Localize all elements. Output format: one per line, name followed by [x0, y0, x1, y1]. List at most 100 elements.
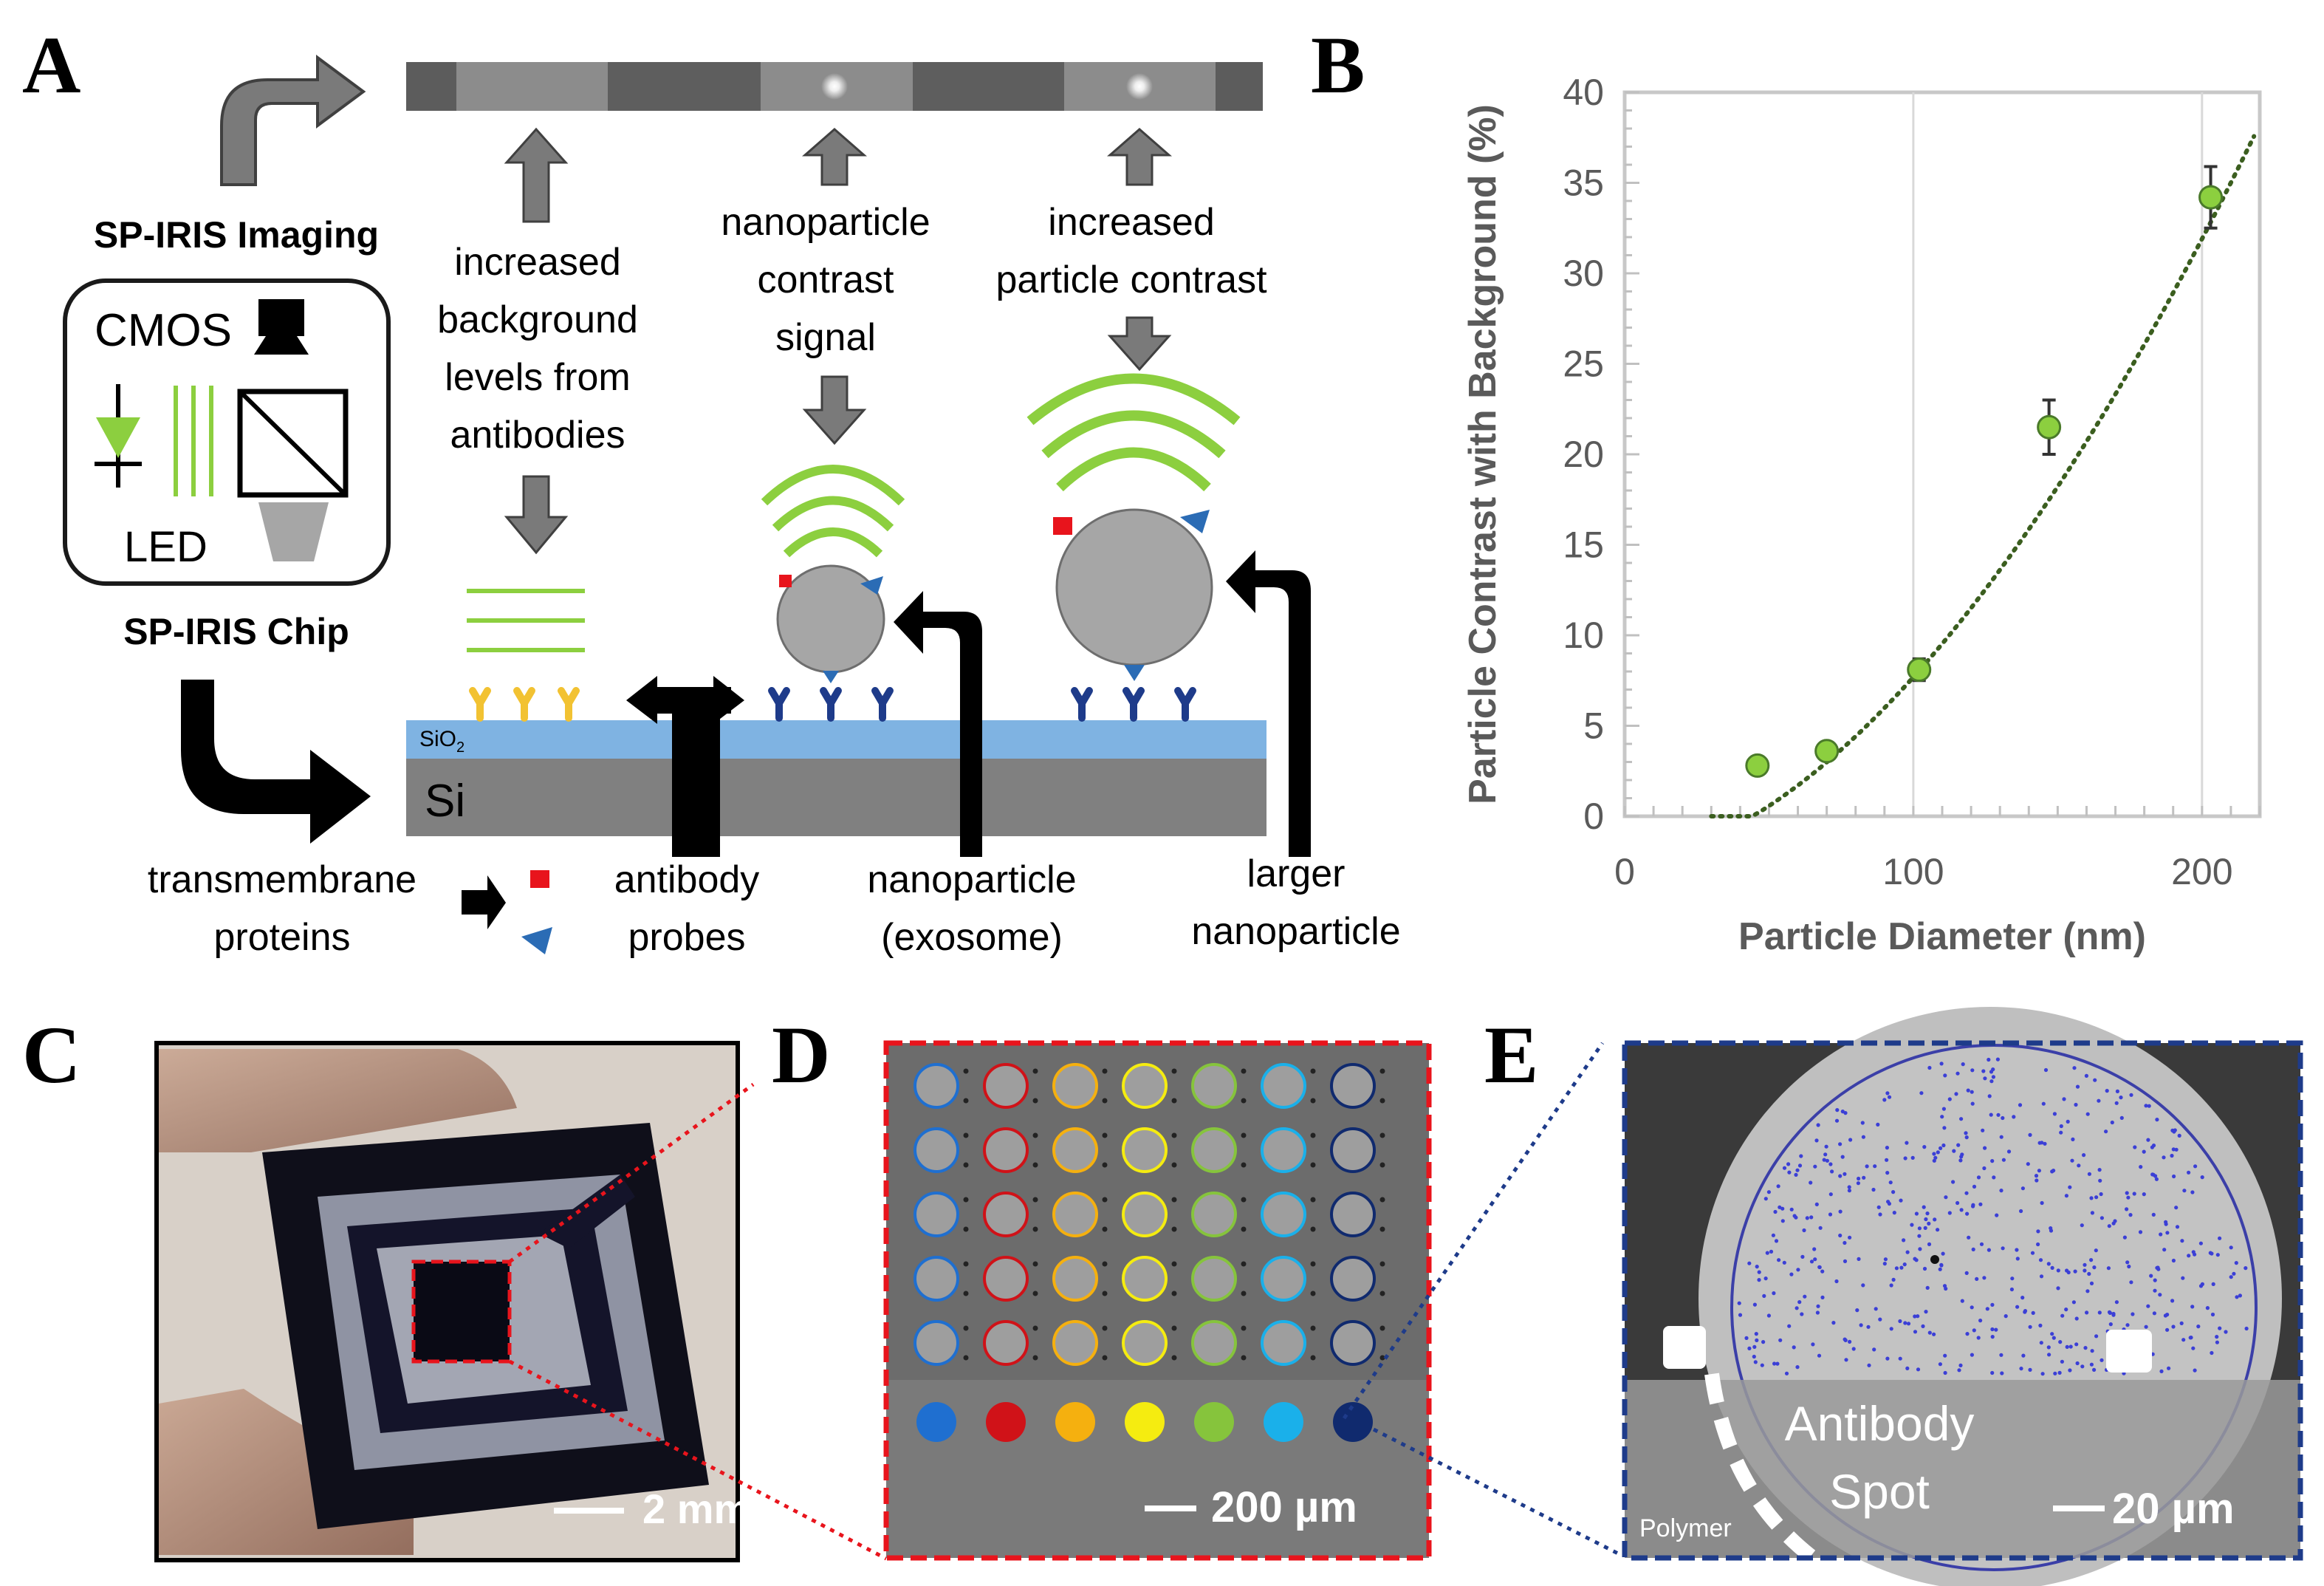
- particle-dot: [2147, 1104, 2151, 1108]
- particle-dot: [1961, 1062, 1965, 1067]
- particle-dot: [2074, 1316, 2079, 1321]
- particle-dot: [2152, 1311, 2156, 1316]
- particle-dot: [1773, 1209, 1778, 1214]
- particle-dot: [1916, 1314, 1920, 1319]
- fiducial-dot: [1310, 1355, 1316, 1361]
- instrument-schematic: CMOS LED: [63, 278, 391, 586]
- spot-color-key: [1333, 1402, 1373, 1442]
- panel-c: C 2 mm: [22, 1010, 888, 1562]
- particle-dot: [2093, 1078, 2097, 1082]
- particle-dot: [1809, 1215, 1814, 1220]
- svg-text:levels from: levels from: [445, 356, 630, 399]
- panel-e-frame: [1622, 1040, 2303, 1561]
- particle-dot: [1964, 1135, 1969, 1140]
- particle-dot: [2041, 1101, 2046, 1106]
- fiducial-dot: [1032, 1197, 1038, 1203]
- particle-dot: [2060, 1313, 2065, 1318]
- particle-dot: [2097, 1310, 2102, 1315]
- fiducial-dot: [963, 1162, 969, 1168]
- particle-dot: [2153, 1278, 2157, 1282]
- particle-dot: [2110, 1120, 2114, 1125]
- particle-dot: [2200, 1175, 2204, 1180]
- particle-dot: [1789, 1272, 1794, 1276]
- polymer-label: Polymer: [1639, 1514, 1732, 1542]
- particle-dot: [1892, 1211, 1896, 1215]
- particle-dot: [1818, 1226, 1823, 1230]
- particle-dot: [1815, 1310, 1820, 1315]
- particle-dot: [1955, 1071, 1960, 1076]
- fiducial-dot: [963, 1098, 969, 1104]
- array-spot: [1261, 1256, 1306, 1302]
- particle-dot: [1982, 1166, 1987, 1171]
- particle-dot: [1952, 1149, 1956, 1153]
- particle-dot: [1919, 1091, 1924, 1095]
- fiducial-dot: [1379, 1162, 1385, 1168]
- particle-dot: [1885, 1158, 1889, 1162]
- particle-dot: [2149, 1274, 2153, 1278]
- spot-color-key: [916, 1402, 956, 1442]
- particle-dot: [1761, 1340, 1766, 1344]
- particle-dot: [1820, 1295, 1825, 1299]
- particle-dot: [1990, 1302, 1995, 1307]
- particle-dot: [1769, 1249, 1774, 1254]
- particle-dot: [2125, 1191, 2129, 1195]
- particle-dot: [2200, 1282, 2204, 1286]
- array-spot: [914, 1127, 959, 1173]
- particle-dot: [1970, 1305, 1974, 1310]
- particle-dot: [1794, 1172, 1798, 1177]
- particle-dot: [1995, 1213, 1999, 1217]
- y-tick-label: 35: [1563, 163, 1604, 204]
- particle-dot: [1795, 1168, 1800, 1172]
- particle-dot: [2066, 1119, 2070, 1124]
- fiducial-dot: [963, 1261, 969, 1267]
- array-spot: [1052, 1192, 1098, 1237]
- fiducial-dot: [1310, 1291, 1316, 1296]
- particle-dot: [2037, 1169, 2041, 1173]
- particle-dot: [2040, 1372, 2045, 1376]
- particle-dot: [1847, 1185, 1851, 1189]
- particle-dot: [1955, 1200, 1960, 1206]
- particle-dot: [2003, 1314, 2008, 1319]
- particle-dot: [1777, 1258, 1781, 1262]
- array-spot: [1330, 1063, 1376, 1109]
- fiducial-dot: [1032, 1226, 1038, 1232]
- scale-label-e: 20 µm: [2112, 1485, 2235, 1533]
- particle-dot: [2215, 1340, 2219, 1344]
- particle-dot: [1989, 1112, 1993, 1117]
- particle-dot: [2047, 1353, 2052, 1357]
- particle-dot: [2244, 1266, 2248, 1271]
- particle-dot: [2089, 1281, 2094, 1285]
- particle-dot: [2019, 1209, 2023, 1214]
- particle-dot: [1780, 1219, 1785, 1223]
- fiducial-dot: [1241, 1132, 1247, 1138]
- particle-dot: [1889, 1283, 1893, 1288]
- particle-dot: [1917, 1234, 1922, 1238]
- particle-dot: [2059, 1130, 2063, 1135]
- fiducial-dot: [1379, 1355, 1385, 1361]
- particle-dot: [1913, 1257, 1917, 1261]
- particle-dot: [1762, 1293, 1766, 1298]
- particle-dot: [1861, 1135, 1865, 1139]
- particle-dot: [2094, 1195, 2099, 1200]
- fiducial-dot: [1310, 1197, 1316, 1203]
- fiducial-dot: [1032, 1098, 1038, 1104]
- particle-dot: [2187, 1254, 2191, 1258]
- panel-letter-d: D: [772, 1010, 830, 1100]
- particle-dot: [1916, 1367, 1921, 1372]
- particle-dot: [2046, 1345, 2051, 1350]
- y-axis-title: Particle Contrast with Background (%): [1461, 104, 1504, 804]
- particle-dot: [1970, 1090, 1974, 1094]
- particle-dot: [1957, 1368, 1961, 1373]
- particle-dot: [1964, 1191, 1969, 1195]
- particle-dot: [2170, 1128, 2175, 1132]
- particle-dot: [2111, 1311, 2116, 1316]
- particle-dot: [2229, 1245, 2233, 1250]
- particle-dot: [1874, 1307, 1878, 1311]
- particle-dot: [1922, 1266, 1927, 1271]
- particle-dot: [1889, 1327, 1893, 1331]
- particle-dot: [1944, 1286, 1948, 1291]
- particle-dot: [2030, 1251, 2035, 1255]
- marker-square-right: [2106, 1330, 2152, 1373]
- particle-dot: [2073, 1269, 2077, 1274]
